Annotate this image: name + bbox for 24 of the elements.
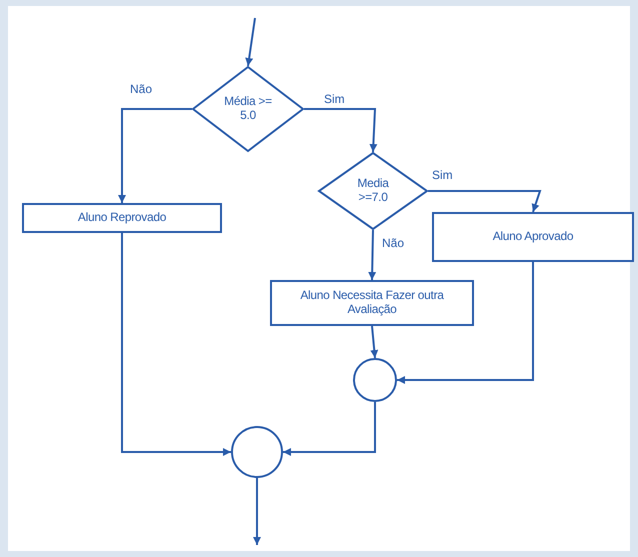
node-text: Aluno Necessita Fazer outra Avaliação xyxy=(299,289,445,317)
edge-label: Não xyxy=(128,82,154,96)
node-text: Media >=7.0 xyxy=(356,177,390,205)
arrow xyxy=(428,190,542,212)
node-text: Aluno Aprovado xyxy=(492,230,574,244)
arrow xyxy=(245,18,256,66)
arrow xyxy=(397,262,534,384)
process-box xyxy=(270,280,474,326)
arrow xyxy=(368,230,376,280)
arrow xyxy=(118,108,192,203)
edge-label: Sim xyxy=(322,92,347,106)
arrow xyxy=(253,478,261,545)
arrow xyxy=(121,233,231,456)
decision-diamond xyxy=(318,152,428,230)
process-box xyxy=(22,203,222,233)
edge-label: Não xyxy=(380,236,406,250)
edge-label: Sim xyxy=(430,168,455,182)
arrow xyxy=(283,402,376,456)
process-box xyxy=(432,212,634,262)
node-text: Aluno Reprovado xyxy=(78,211,166,225)
arrow xyxy=(370,326,378,358)
decision-diamond xyxy=(192,66,304,152)
arrow xyxy=(304,108,378,152)
node-text: Média >= 5.0 xyxy=(223,95,273,123)
